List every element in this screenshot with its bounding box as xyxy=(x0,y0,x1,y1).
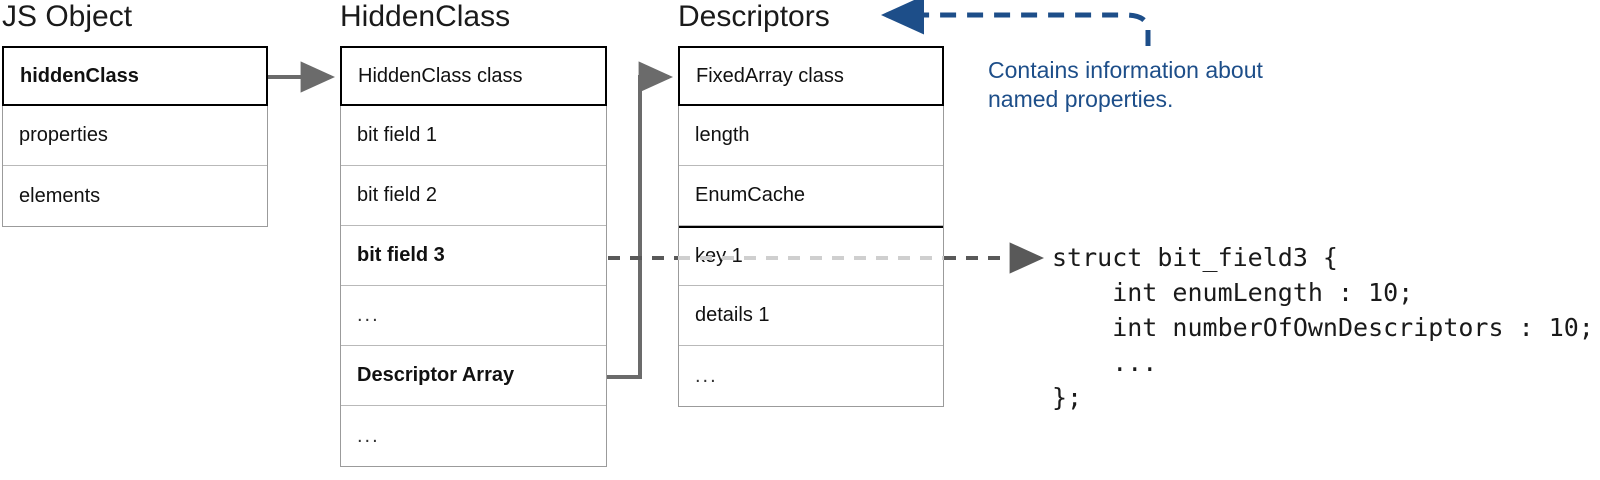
descriptors-row: ... xyxy=(679,346,943,406)
descriptors-row: key 1 xyxy=(679,226,943,286)
arrow-descriptor-array-pointer xyxy=(607,61,674,379)
hidden-class-row: HiddenClass class xyxy=(340,46,607,106)
annotation-leader-arrow xyxy=(880,0,1151,46)
js-object-row: hiddenClass xyxy=(2,46,268,106)
hidden-class-row: bit field 3 xyxy=(341,226,606,286)
hidden-class-row: bit field 1 xyxy=(341,106,606,166)
js-object-row: elements xyxy=(3,166,267,226)
descriptors-row: FixedArray class xyxy=(678,46,944,106)
column-title-js-object: JS Object xyxy=(2,0,133,33)
struct-code-block: struct bit_field3 { int enumLength : 10;… xyxy=(1052,243,1594,412)
descriptors-row: details 1 xyxy=(679,286,943,346)
hidden-class-row: bit field 2 xyxy=(341,166,606,226)
descriptors-row: length xyxy=(679,106,943,166)
hidden-class-row: Descriptor Array xyxy=(341,346,606,406)
hidden-class-row: ... xyxy=(341,406,606,466)
hidden-class-row: ... xyxy=(341,286,606,346)
js-object-row: properties xyxy=(3,106,267,166)
annotation-text: Contains information about named propert… xyxy=(988,57,1263,112)
descriptors-row: EnumCache xyxy=(679,166,943,226)
column-title-descriptors: Descriptors xyxy=(678,0,830,33)
column-title-hidden-class: HiddenClass xyxy=(340,0,511,33)
